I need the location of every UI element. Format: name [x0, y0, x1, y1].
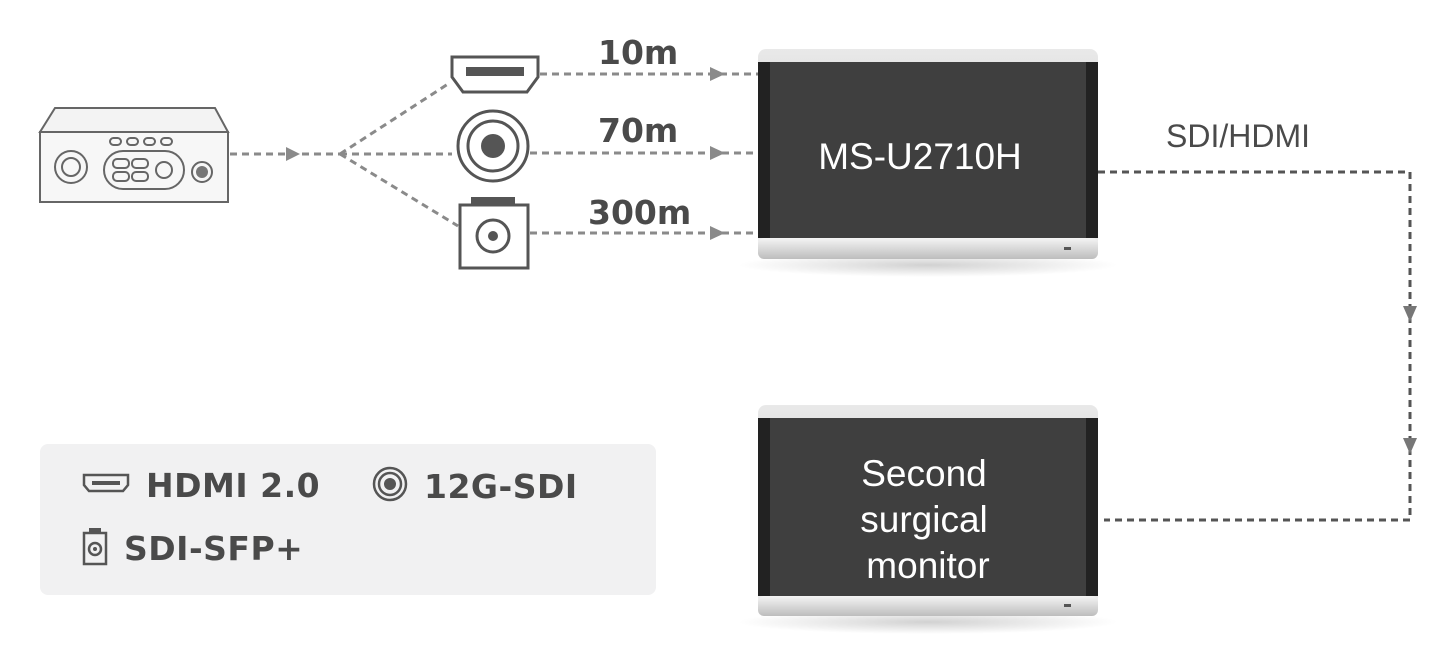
main-monitor-label: MS-U2710H [818, 136, 1022, 177]
hdmi-port-icon [82, 470, 130, 501]
legend-panel: HDMI 2.0 12G-SDI SDI-SFP+ [40, 444, 656, 595]
bnc-connector-icon [372, 466, 408, 507]
bnc-connector-icon [456, 109, 530, 183]
legend-item-hdmi: HDMI 2.0 [82, 466, 320, 505]
sdi-distance-label: 70m [598, 111, 678, 150]
legend-sfp-label: SDI-SFP+ [124, 529, 304, 568]
second-monitor-label-line3: monitor [866, 545, 989, 586]
sfp-link [530, 226, 760, 240]
main-monitor: MS-U2710H [738, 49, 1118, 277]
legend-sdi-label: 12G-SDI [424, 467, 578, 506]
hdmi-link [540, 67, 760, 81]
output-link [1098, 170, 1417, 522]
legend-item-sdi: 12G-SDI [372, 466, 578, 507]
second-monitor: Second surgical monitor [738, 405, 1118, 634]
second-monitor-label-line1: Second [861, 453, 987, 494]
sfp-distance-label: 300m [588, 193, 691, 232]
source-links [230, 82, 459, 228]
sdi-link [530, 146, 760, 160]
hdmi-distance-label: 10m [598, 33, 678, 72]
sfp-module-icon [458, 197, 530, 270]
hdmi-connector-icon [450, 55, 540, 94]
legend-item-sfp: SDI-SFP+ [82, 526, 303, 571]
source-device-icon [38, 107, 230, 203]
output-link-label: SDI/HDMI [1166, 118, 1310, 154]
sfp-module-icon [82, 526, 108, 571]
second-monitor-label-line2: surgical [860, 499, 988, 540]
legend-hdmi-label: HDMI 2.0 [146, 466, 321, 505]
